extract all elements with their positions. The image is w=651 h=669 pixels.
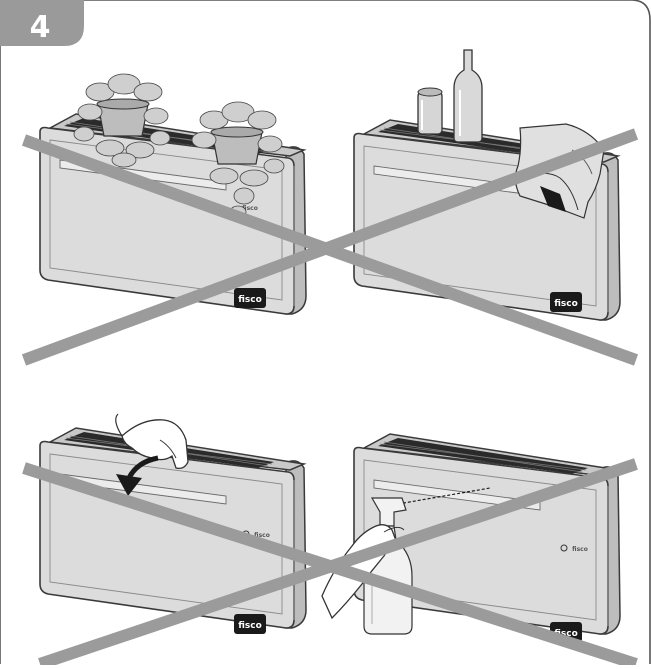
panel-plants-on-top: fisco fisco [39, 73, 307, 315]
svg-text:fisco: fisco [554, 629, 578, 639]
heater-unit: fisco fisco [39, 113, 307, 315]
heater-unit: fisco [353, 119, 621, 321]
svg-text:fisco: fisco [572, 546, 588, 553]
svg-text:fisco: fisco [238, 621, 262, 631]
svg-text:fisco: fisco [254, 532, 270, 539]
prohibition-cross-bottom [22, 458, 638, 669]
brand-logo [234, 288, 266, 308]
prohibition-cross-top [21, 128, 639, 366]
hand-icon [115, 413, 189, 470]
svg-text:fisco: fisco [554, 299, 578, 309]
svg-text:fisco: fisco [242, 205, 258, 212]
step-badge: 4 [0, 0, 84, 46]
can-icon [417, 87, 443, 135]
brand-logo [550, 292, 582, 312]
panel-objects-on-top: fisco [353, 49, 621, 321]
svg-text:fisco: fisco [238, 295, 262, 305]
bottle-icon [453, 49, 483, 143]
plant-icon [73, 73, 171, 168]
step-number: 4 [30, 10, 51, 45]
curved-arrow-icon [116, 455, 159, 496]
panel-hand-on-flap: fisco fisco [39, 413, 307, 634]
plant-icon [191, 101, 285, 219]
spray-jet [397, 487, 491, 505]
brand-logo [234, 614, 266, 634]
